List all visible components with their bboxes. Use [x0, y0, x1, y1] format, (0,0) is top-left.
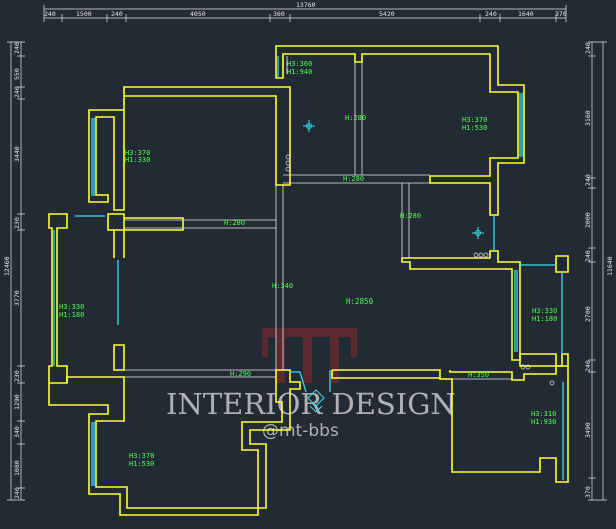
- socket-icon: [285, 154, 555, 386]
- fixtures: [285, 120, 555, 413]
- dim-right-seg-7: 240: [584, 360, 592, 372]
- label-beam-h280-d: H:280: [400, 212, 421, 220]
- dim-left-seg-11: 240: [13, 487, 21, 499]
- dim-top-seg-1: 240: [44, 10, 56, 18]
- dim-right-seg-2: 3160: [584, 110, 592, 126]
- label-beam-h290: H:290: [230, 370, 251, 378]
- label-beam-h280-c: H:280: [224, 219, 245, 227]
- label-room-tl-h3: H3:370: [125, 149, 150, 157]
- dim-left-seg-3: 240: [13, 86, 21, 98]
- dim-top-seg-2: 1500: [76, 10, 92, 18]
- label-room-left-h1: H1:180: [59, 311, 84, 319]
- label-room-tr-h1: H1:530: [462, 124, 487, 132]
- dim-top-seg-4: 4050: [190, 10, 206, 18]
- dim-left-seg-5: 230: [13, 217, 21, 229]
- dim-right-total: 11640: [606, 256, 614, 276]
- label-beam-h340: H:340: [272, 282, 293, 290]
- dim-left-seg-8: 1290: [13, 394, 21, 410]
- dimension-lines: 13760 240 1500 240 4050 360 5420 240 164…: [3, 1, 614, 501]
- label-beam-h280-a: H:280: [345, 114, 366, 122]
- dim-left-seg-6: 3770: [13, 290, 21, 306]
- dim-left-total: 12460: [3, 256, 11, 276]
- label-beam-h350: H:350: [468, 371, 489, 379]
- dim-right-seg-5: 240: [584, 250, 592, 262]
- label-room-tr-h3: H3:370: [462, 116, 487, 124]
- appliance-icon: [307, 389, 325, 413]
- dim-right-seg-1: 240: [584, 42, 592, 54]
- dim-top-seg-8: 1640: [518, 10, 534, 18]
- dim-left-seg-4: 3440: [13, 146, 21, 162]
- dim-right-seg-8: 3490: [584, 422, 592, 438]
- dim-top-seg-9: 370: [555, 10, 567, 18]
- room-labels: H3:370 H1:330 H3:360 H1:940 H3:370 H1:53…: [59, 60, 557, 468]
- ceiling-light-icon: [303, 120, 315, 132]
- watermark-title: INTERIOR DESIGN: [166, 387, 456, 421]
- label-room-topmid-h3: H3:360: [287, 60, 312, 68]
- label-room-right-h3: H3:330: [532, 307, 557, 315]
- label-beam-h2850: H:2850: [346, 297, 374, 306]
- label-room-topmid-h1: H1:940: [287, 68, 312, 76]
- watermark-handle: @mt-bbs: [262, 421, 339, 441]
- label-room-bl-h1: H1:530: [129, 460, 154, 468]
- dim-right-seg-3: 240: [584, 174, 592, 186]
- label-room-right-h1: H1:180: [532, 315, 557, 323]
- label-room-left-h3: H3:330: [59, 303, 84, 311]
- dim-left-seg-10: 1080: [13, 460, 21, 476]
- windows: [53, 56, 564, 486]
- label-room-br-h1: H1:930: [531, 418, 556, 426]
- watermark: INTERIOR DESIGN @mt-bbs: [166, 328, 456, 441]
- dim-top-seg-5: 360: [273, 10, 285, 18]
- walls: [48, 45, 569, 516]
- dim-left-seg-1: 240: [13, 42, 21, 54]
- label-room-tl-h1: H1:330: [125, 156, 150, 164]
- watermark-logo: [262, 328, 357, 383]
- label-room-bl-h3: H3:370: [129, 452, 154, 460]
- dim-left-seg-9: 340: [13, 426, 21, 438]
- beam-lines: [124, 56, 512, 380]
- dim-top-total: 13760: [296, 1, 316, 9]
- label-beam-h280-b: H:280: [343, 175, 364, 183]
- label-room-br-h3: H3:310: [531, 410, 556, 418]
- dim-right-seg-9: 370: [584, 486, 592, 498]
- dim-right-seg-6: 2700: [584, 306, 592, 322]
- dim-top-seg-7: 240: [485, 10, 497, 18]
- ceiling-light-icon: [472, 227, 484, 239]
- dim-right-seg-4: 2000: [584, 212, 592, 228]
- dim-left-seg-2: 550: [13, 68, 21, 80]
- dim-top-seg-3: 240: [111, 10, 123, 18]
- dim-left-seg-7: 230: [13, 370, 21, 382]
- dim-top-seg-6: 5420: [379, 10, 395, 18]
